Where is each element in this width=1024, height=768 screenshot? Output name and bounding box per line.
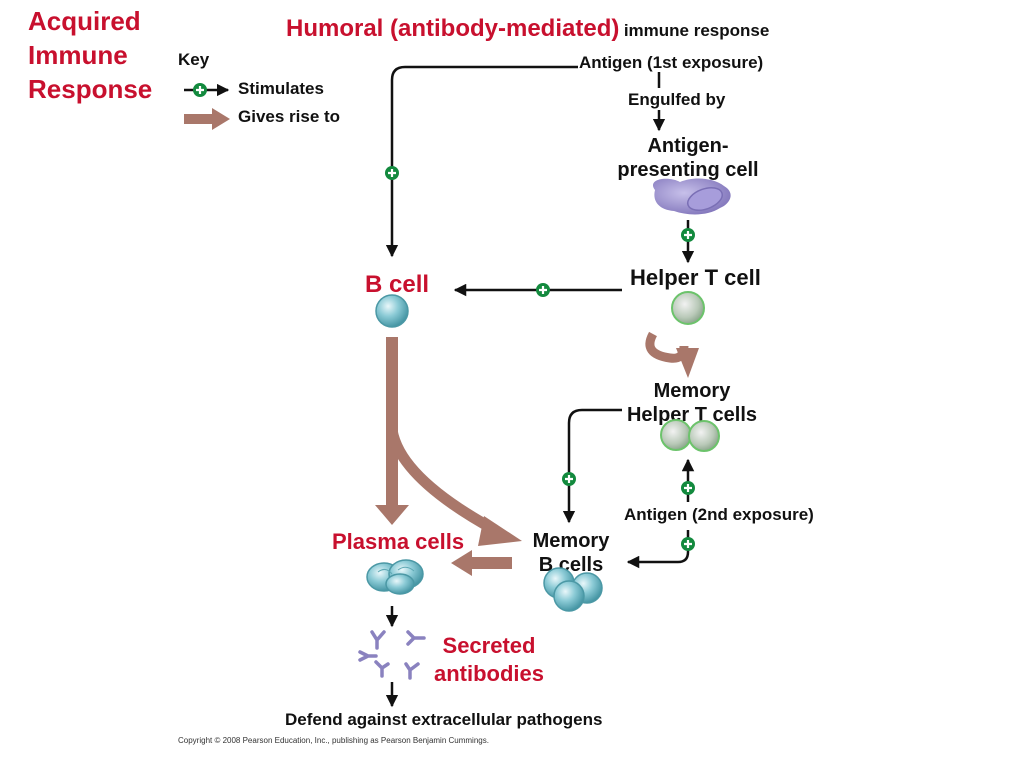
apc-label: Antigen- presenting cell	[617, 134, 758, 182]
plus-circle-icon	[681, 481, 695, 495]
helper-t-cell-icon	[671, 291, 705, 325]
copyright-notice: Copyright © 2008 Pearson Education, Inc.…	[178, 736, 489, 745]
helper-t-gives-rise-arrow-icon	[645, 331, 699, 378]
diagram-title-rest: immune response	[623, 21, 770, 40]
page-title-line-1: Acquired	[28, 6, 141, 36]
plus-circle-icon	[681, 228, 695, 242]
plasma-cells-label: Plasma cells	[332, 529, 465, 554]
antibody-icon	[358, 630, 426, 680]
page-title-line-2: Immune	[28, 40, 128, 70]
page-title-line-3: Response	[28, 74, 153, 104]
engulfed-by-label: Engulfed by	[628, 90, 726, 109]
memory-helper-t-label: Memory Helper T cells	[627, 379, 757, 427]
plus-circle-icon	[562, 472, 576, 486]
apc-label-line-1: Antigen-	[647, 135, 729, 157]
key-stimulates-arrow-icon	[184, 83, 230, 97]
plus-circle-icon	[536, 283, 550, 297]
antigen-second-to-memory-b-arrow-icon	[626, 530, 690, 569]
key-stimulates-label: Stimulates	[238, 79, 324, 98]
apc-label-line-2: presenting cell	[617, 159, 759, 181]
b-cell-label: B cell	[365, 271, 430, 298]
defend-pathogens-label: Defend against extracellular pathogens	[285, 710, 603, 729]
memory-b-cells-label-line-1: Memory	[532, 530, 610, 552]
memory-helper-t-cells-icon	[660, 419, 720, 452]
memory-helper-t-label-line-2: Helper T cells	[626, 404, 758, 426]
diagram-title-emphasis: Humoral (antibody-mediated)	[286, 15, 620, 42]
key-gives-rise-arrow-icon	[184, 108, 230, 130]
helper-t-cell-label: Helper T cell	[630, 265, 761, 290]
antigen-second-exposure-label: Antigen (2nd exposure)	[624, 505, 814, 524]
apc-cell-icon	[653, 178, 731, 215]
antigen-to-b-cell-arrow-icon	[385, 65, 578, 258]
antigen-first-exposure-label: Antigen (1st exposure)	[579, 53, 764, 72]
memory-helper-t-label-line-1: Memory	[653, 380, 731, 402]
memory-b-cells-icon	[543, 567, 603, 612]
memory-helper-t-to-memory-b-arrow-icon	[562, 408, 622, 524]
secreted-antibodies-label: Secreted antibodies	[434, 632, 544, 688]
plasma-cells-icon	[366, 559, 424, 595]
key-gives-rise-label: Gives rise to	[238, 107, 341, 126]
plus-circle-icon	[681, 537, 695, 551]
page-title: Acquired Immune Response	[28, 4, 152, 106]
key-heading: Key	[178, 50, 210, 69]
b-cell-icon	[375, 294, 409, 328]
diagram-title: Humoral (antibody-mediated) immune respo…	[286, 16, 769, 41]
memory-b-to-plasma-arrow-icon	[451, 550, 512, 576]
plus-circle-icon	[385, 166, 399, 180]
b-cell-to-memory-b-arrow-icon	[386, 428, 522, 546]
secreted-antibodies-label-line-2: antibodies	[433, 661, 545, 686]
secreted-antibodies-label-line-1: Secreted	[442, 633, 536, 658]
